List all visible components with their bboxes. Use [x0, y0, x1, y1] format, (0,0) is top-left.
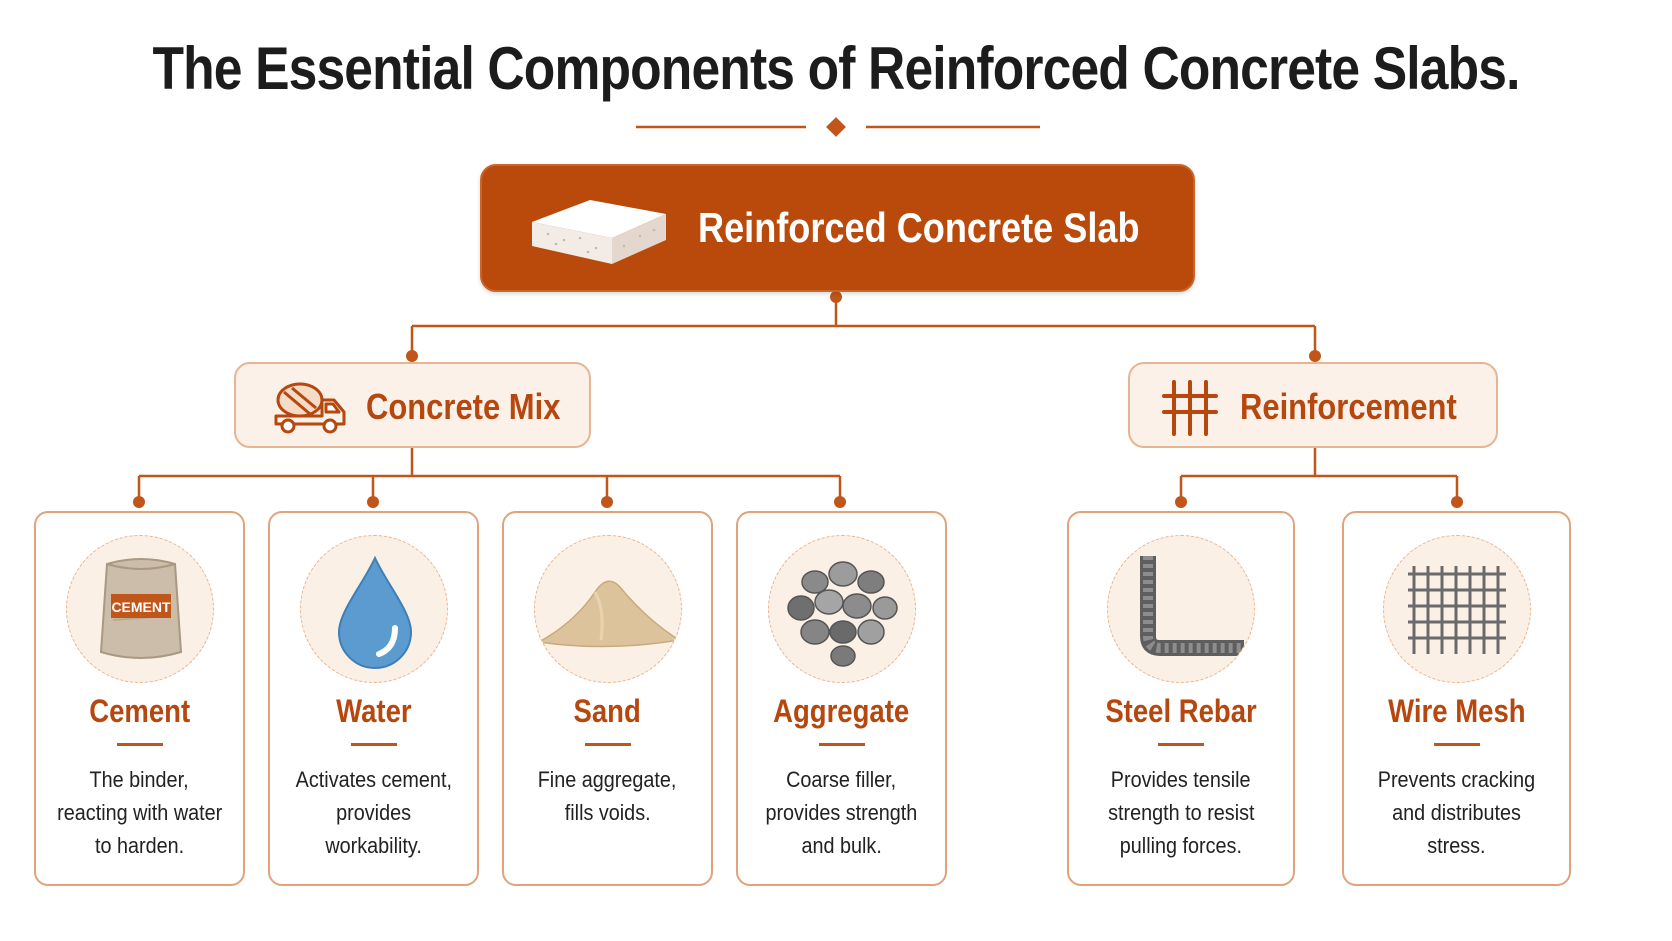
cement-bag-icon: CEMENT	[65, 535, 214, 683]
component-card-water: Water Activates cement, provides workabi…	[268, 511, 479, 886]
root-node: Reinforced Concrete Slab	[480, 164, 1195, 292]
component-card-sand: Sand Fine aggregate, fills voids.	[502, 511, 713, 886]
gravel-icon	[767, 535, 916, 683]
component-title: Cement	[89, 693, 190, 729]
group-reinforcement: Reinforcement	[1128, 362, 1498, 448]
group-concrete-mix: Concrete Mix	[234, 362, 591, 448]
component-card-cement: CEMENT Cement The binder, reacting with …	[34, 511, 245, 886]
slab-icon	[520, 194, 670, 273]
group-label-concrete-mix: Concrete Mix	[366, 386, 561, 427]
title-underline	[350, 743, 397, 746]
rebar-grid-icon	[1162, 378, 1218, 443]
rebar-icon	[1107, 535, 1255, 683]
component-description: Activates cement, provides workability.	[295, 767, 452, 858]
page-title: The Essential Components of Reinforced C…	[152, 35, 1520, 102]
component-card-aggregate: Aggregate Coarse filler, provides streng…	[736, 511, 947, 886]
title-underline	[818, 743, 865, 746]
component-description: Fine aggregate, fills voids.	[538, 767, 677, 825]
component-card-wire-mesh: Wire Mesh Prevents cracking and distribu…	[1342, 511, 1571, 886]
component-title: Steel Rebar	[1105, 693, 1257, 729]
sand-pile-icon	[533, 535, 682, 683]
component-card-steel-rebar: Steel Rebar Provides tensile strength to…	[1067, 511, 1295, 886]
wire-mesh-icon	[1382, 535, 1531, 683]
cement-bag-text: CEMENT	[111, 599, 171, 615]
component-description: Prevents cracking and distributes stress…	[1377, 767, 1536, 858]
water-drop-icon	[299, 535, 448, 683]
title-underline	[584, 743, 631, 746]
divider-diamond	[826, 117, 846, 137]
component-title: Wire Mesh	[1387, 693, 1526, 729]
component-description: Provides tensile strength to resist pull…	[1107, 767, 1255, 858]
group-label-reinforcement: Reinforcement	[1240, 386, 1457, 427]
component-title: Water	[335, 693, 412, 729]
title-underline	[1158, 743, 1204, 746]
component-title: Sand	[573, 693, 642, 729]
mixer-truck-icon	[270, 378, 350, 443]
component-description: Coarse filler, provides strength and bul…	[765, 767, 918, 858]
component-title: Aggregate	[773, 693, 910, 729]
component-description: The binder, reacting with water to harde…	[56, 767, 223, 858]
title-underline	[1433, 743, 1480, 746]
root-label: Reinforced Concrete Slab	[698, 204, 1140, 251]
title-underline	[116, 743, 163, 746]
